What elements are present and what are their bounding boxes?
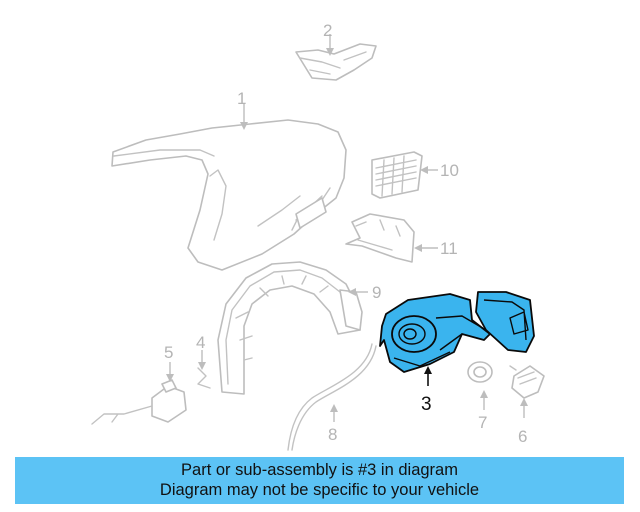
- callout-8: 8: [328, 425, 337, 444]
- callout-3: 3: [421, 394, 432, 415]
- callout-9: 9: [372, 283, 381, 302]
- info-banner: Part or sub-assembly is #3 in diagram Di…: [15, 457, 624, 504]
- part-8-hose: 8: [287, 343, 377, 451]
- banner-line-2: Diagram may not be specific to your vehi…: [159, 481, 480, 499]
- diagram-canvas: 2 1 10 11 9 4: [91, 21, 545, 451]
- part-2-bracket: 2: [295, 21, 377, 81]
- callout-6: 6: [518, 427, 527, 446]
- part-9-wheelhouse-liner: 9: [217, 261, 381, 395]
- callout-2: 2: [323, 21, 332, 40]
- callout-10: 10: [440, 161, 459, 180]
- callout-4: 4: [196, 333, 205, 352]
- part-4-clip: 4: [196, 333, 211, 389]
- part-3-fuel-door-assembly: 3: [379, 291, 535, 415]
- part-10-vent: 10: [371, 151, 459, 199]
- callout-1: 1: [237, 89, 246, 108]
- banner-line-1: Part or sub-assembly is #3 in diagram: [181, 461, 458, 479]
- callout-7: 7: [478, 413, 487, 432]
- callout-5: 5: [164, 343, 173, 362]
- part-7-grommet: 7: [467, 361, 493, 432]
- part-5-actuator: 5: [91, 343, 187, 425]
- part-1-quarter-panel: 1: [111, 89, 347, 271]
- callout-11: 11: [440, 239, 458, 258]
- part-11-bracket: 11: [345, 213, 458, 263]
- part-6-lock-actuator: 6: [509, 365, 545, 446]
